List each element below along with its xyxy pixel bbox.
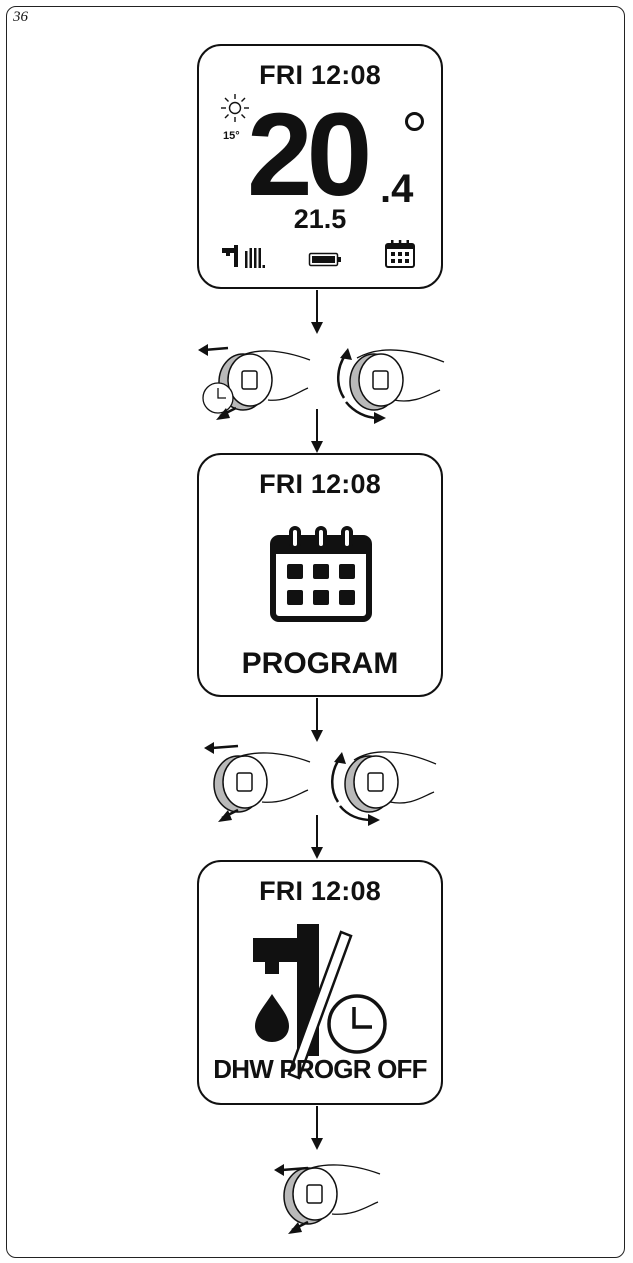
knob-press-icon [198, 340, 313, 422]
knob-rotate-icon [332, 340, 447, 422]
dhw-tap-icon [221, 245, 241, 267]
mode-label: PROGRAM [199, 647, 441, 681]
arrow-down-icon [311, 815, 323, 859]
display-main: FRI 12:08 15° 20 .4 21.5 [197, 44, 443, 289]
arrow-down-icon [311, 698, 323, 742]
display-dhw-program-off: FRI 12:08 DHW PROGR OFF [197, 860, 443, 1105]
clock-text: FRI 12:08 [199, 60, 441, 91]
clock-text: FRI 12:08 [199, 469, 441, 500]
outdoor-temp: 15° [223, 130, 240, 142]
setpoint-temperature: 21.5 [199, 204, 441, 235]
degree-symbol [405, 112, 424, 131]
sun-icon [221, 94, 249, 122]
calendar-icon [385, 240, 415, 268]
arrow-down-icon [311, 290, 323, 334]
room-temperature: 20 [247, 96, 366, 214]
battery-icon [309, 253, 341, 266]
page-number: 36 [13, 9, 28, 26]
clock-icon [326, 993, 388, 1055]
knob-rotate-icon [324, 742, 439, 824]
calendar-icon [271, 528, 371, 621]
knob-press-icon [198, 742, 313, 824]
arrow-down-icon [311, 409, 323, 453]
display-program: FRI 12:08 PROGRAM [197, 453, 443, 697]
mode-label: DHW PROGR OFF [199, 1054, 441, 1085]
radiator-icon [245, 248, 265, 268]
knob-press-icon [268, 1154, 383, 1236]
clock-text: FRI 12:08 [199, 876, 441, 907]
arrow-down-icon [311, 1106, 323, 1150]
